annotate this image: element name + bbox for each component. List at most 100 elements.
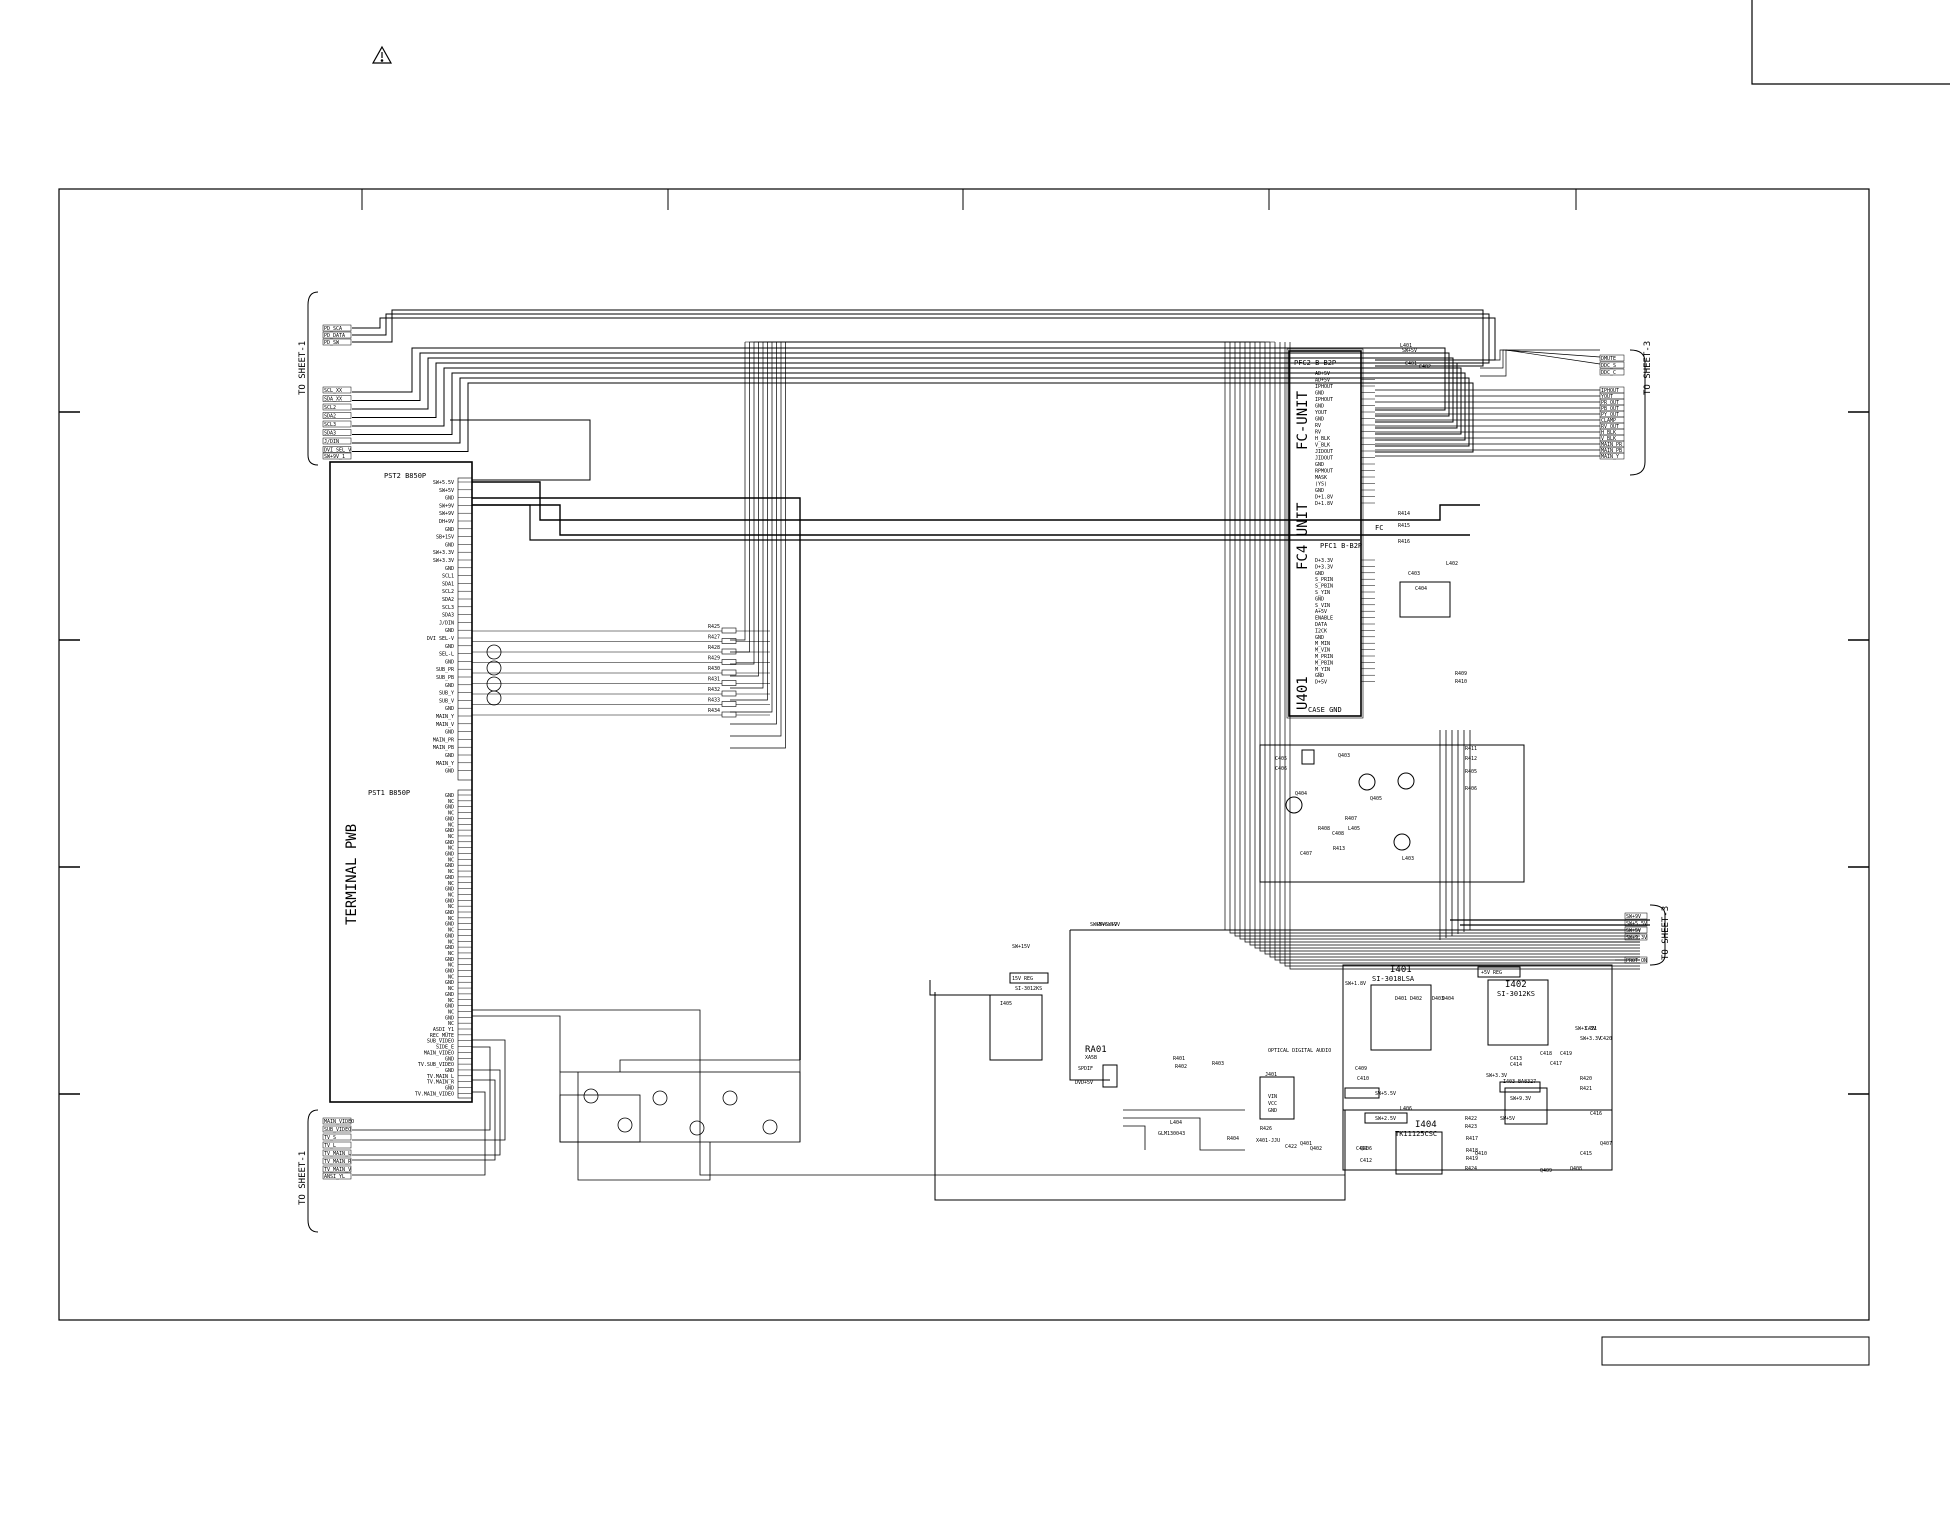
terminal-pwb-title: TERMINAL PWB <box>344 824 360 925</box>
left-top-connector-label-box <box>322 331 352 339</box>
off-sheet-label-bottom-right: TO SHEET-3 <box>1661 906 1671 960</box>
pst1-pin-label: NC <box>448 892 454 898</box>
net-wire <box>1123 1125 1146 1150</box>
pfc2-pin-label: GND <box>1315 462 1324 468</box>
net-wire <box>352 372 1466 441</box>
component-ref: Q405 <box>1370 796 1382 802</box>
resistor-symbol <box>721 648 737 655</box>
i403-label: I403 BA8327 <box>1503 1079 1536 1085</box>
component-ref: R421 <box>1580 1086 1592 1092</box>
right-top-connector-label-box <box>1599 354 1625 362</box>
left-mid-connector-label-box <box>322 446 352 453</box>
component-ref: R414 <box>1398 511 1410 517</box>
net-wire <box>1239 342 1640 940</box>
left-top-connector-label: PD_SW <box>324 340 340 346</box>
right-bottom-connector-label: SW+9.3V <box>1626 935 1647 941</box>
net-wire <box>1259 342 1640 952</box>
pst1-pin-label: NC <box>448 834 454 840</box>
component-ref: R423 <box>1465 1124 1477 1130</box>
left-mid-connector-label: SDA3 <box>324 431 336 437</box>
right-connector-labels: DMUTEDDC_SDDC_CIPHOUTYOUTPR_OUTPB_OUTPY_… <box>1599 354 1648 964</box>
pst1-pin-label: GND <box>445 863 454 869</box>
pfc1-pin-label: GND <box>1315 673 1324 679</box>
net-wire <box>730 342 782 737</box>
pst1-pin-label: TV.SUB_VIDEO <box>418 1062 454 1068</box>
pst2-pin-list: SW+5.5VSW+5VGNDSW+9VSW+9VDH+9VGNDSB+15VG… <box>427 480 472 775</box>
net-wire <box>730 342 786 749</box>
case-gnd-label: CASE GND <box>1308 706 1342 714</box>
component-ref: C422 <box>1285 1144 1297 1150</box>
component-ref: Q410 <box>1475 1151 1487 1157</box>
pst1-pin-label: GND <box>445 1068 454 1074</box>
pst1-pin-label: GND <box>445 887 454 893</box>
right-mid-connector-label: MAIN_Y <box>1601 454 1619 460</box>
pfc2-pin-label: JIDOUT <box>1315 456 1333 462</box>
pfc1-pin-label: S_PBIN <box>1315 584 1333 590</box>
pst1-pin-label: GND <box>445 945 454 951</box>
left-bottom-connector-label: TV_MAIN_V <box>324 1167 351 1173</box>
net-wire <box>1480 349 1601 377</box>
right-mid-connector-label: H_BLK <box>1601 430 1616 436</box>
component-ref: R419 <box>1466 1156 1478 1162</box>
pst1-pin-label: GND <box>445 875 454 881</box>
resistor-symbol <box>721 669 737 676</box>
component-ref: C412 <box>1360 1158 1372 1164</box>
resistor-symbol <box>721 659 737 665</box>
right-top-connector-label: DDC_C <box>1601 370 1616 376</box>
left-mid-connector-label: DVI_SEL_V <box>324 448 351 454</box>
pfc1-pin-label: S_VIN <box>1315 603 1330 609</box>
pst1-pin-label: GND <box>445 840 454 846</box>
component-ref: C420 <box>1600 1036 1612 1042</box>
pfc1-pin-label: D+3.3V <box>1315 558 1333 564</box>
component-ref: C410 <box>1357 1076 1369 1082</box>
net-wire <box>730 342 773 713</box>
pst2-pin-label: GND <box>445 628 454 634</box>
component-ref: Q403 <box>1338 753 1350 759</box>
pst1-pin-label: GND <box>445 969 454 975</box>
left-bottom-connector-label-box <box>322 1157 352 1165</box>
power-rail-label: SW+5.5V <box>1375 1091 1396 1097</box>
net-wire <box>352 357 1454 423</box>
pfc1-pin-label: GND <box>1315 571 1324 577</box>
pst2-pin-label: GND <box>445 769 454 775</box>
component-ref: C416 <box>1590 1111 1602 1117</box>
pst1-pin-label: GND <box>445 793 454 799</box>
component-ref: Q408 <box>1570 1166 1582 1172</box>
pst2-pin-label: MAIN_PR <box>433 737 455 743</box>
pst1-pin-label: GND <box>445 980 454 986</box>
pfc2-pin-label: AD+5V <box>1315 371 1330 377</box>
pfc2-pin-label: IPHOUT <box>1315 397 1333 403</box>
pst1-pin-label: NC <box>448 974 454 980</box>
sheet-frame <box>58 0 1950 1366</box>
pst1-pin-label: GND <box>445 1056 454 1062</box>
component-ref: R406 <box>1465 786 1477 792</box>
component-ref: Q401 <box>1300 1141 1312 1147</box>
component-ref: D403 <box>1432 996 1444 1002</box>
pst1-pin-label: NC <box>448 928 454 934</box>
pst2-pin-label: GND <box>445 706 454 712</box>
left-bottom-connector-label: TV_MAIN_L <box>324 1151 351 1157</box>
j401-label: J401 <box>1265 1072 1277 1078</box>
net-wire <box>352 377 1470 447</box>
component-ref: R424 <box>1465 1166 1477 1172</box>
power-rail-label: SW+9.3V <box>1510 1096 1531 1102</box>
left-bottom-connector-label-box <box>322 1125 352 1133</box>
left-bottom-connector-label-box <box>322 1165 352 1173</box>
pst1-pin-label: NC <box>448 869 454 875</box>
left-top-connector-label: PD_DATA <box>324 333 345 339</box>
x401-label: X401-JJU <box>1256 1138 1280 1144</box>
ra01-label: RA01 <box>1085 1045 1107 1055</box>
component-ref: R413 <box>1333 846 1345 852</box>
left-bottom-connector-label: TV_MAIN_R <box>324 1159 352 1165</box>
net-wire <box>1274 342 1640 961</box>
left-mid-connector-label: SCL3 <box>324 422 336 428</box>
component-ref: R401 <box>1173 1056 1185 1062</box>
pst1-pin-label: ASDI_Y1 <box>433 1027 454 1033</box>
right-bottom-connector-label-box <box>1624 919 1648 927</box>
component-ref: C413 <box>1510 1056 1522 1062</box>
pfc2-pin-label: V_BLK <box>1315 443 1330 449</box>
pfc2-pin-label: RV <box>1315 430 1321 436</box>
net-wire <box>1289 342 1640 970</box>
pst2-pin-label: SEL-L <box>439 652 454 658</box>
pfc1-pin-label: D+3.3V <box>1315 564 1333 570</box>
